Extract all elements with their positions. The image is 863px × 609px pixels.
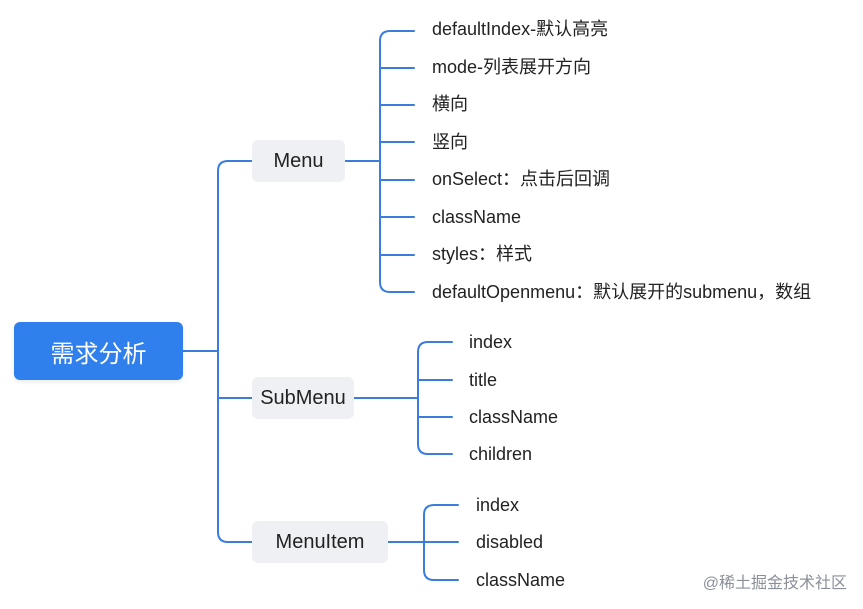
branch-node-submenu: SubMenu [252,377,354,419]
branch-node-menu: Menu [252,140,345,182]
connector-line [379,160,415,293]
leaf-item: styles：样式 [432,244,533,264]
connector-line [423,504,459,543]
connector-line [379,30,415,162]
root-node: 需求分析 [14,322,183,380]
leaf-item: index [476,495,520,515]
connector-line [423,541,459,581]
connector-line [217,160,253,352]
leaf-item: defaultOpenmenu：默认展开的submenu，数组 [432,282,812,302]
leaf-item: defaultIndex-默认高亮 [432,19,609,39]
connector-line [417,397,453,455]
leaf-item: className [469,407,559,427]
watermark: @稀土掘金技术社区 [702,575,847,592]
leaf-item: className [432,207,522,227]
connector-line [417,341,453,399]
leaf-item: 横向 [432,94,468,114]
leaf-item: index [469,332,513,352]
leaf-item: className [476,570,566,590]
leaf-item: 竖向 [432,132,468,152]
leaf-item: onSelect：点击后回调 [432,169,611,189]
connector-line [217,350,253,543]
leaf-item: children [469,444,533,464]
leaf-item: title [469,370,498,390]
branch-node-menuitem: MenuItem [252,521,388,563]
leaf-item: mode-列表展开方向 [432,57,592,77]
leaf-item: disabled [476,532,544,552]
